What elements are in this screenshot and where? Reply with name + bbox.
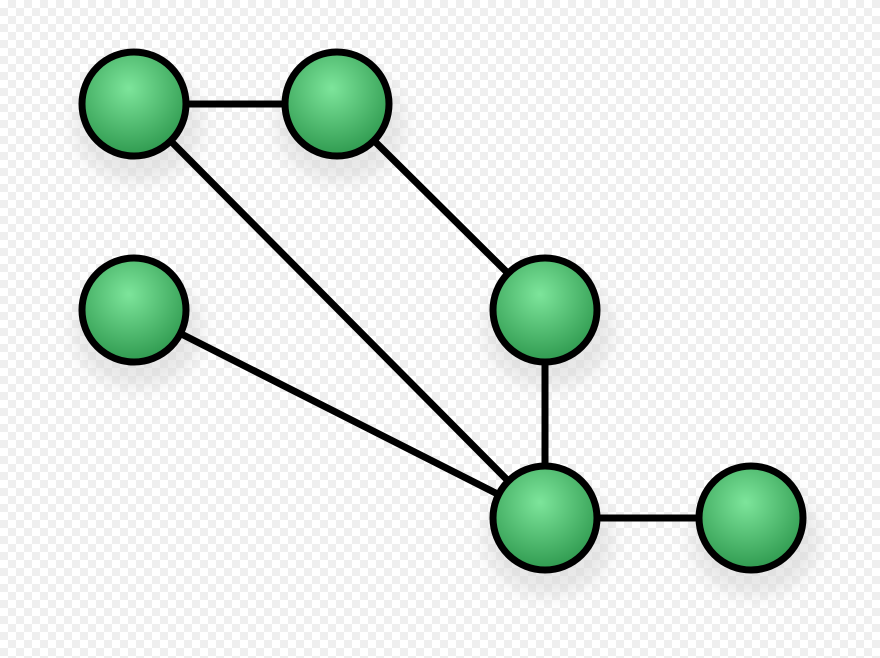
graph-node-n5 <box>489 462 601 574</box>
node-layer <box>78 48 807 574</box>
edge-layer <box>130 100 755 522</box>
graph-node-n2 <box>281 48 393 160</box>
graph-node-n3 <box>489 254 601 366</box>
edge-n1-n5 <box>130 100 549 522</box>
edge-n4-n5 <box>130 306 549 522</box>
graph-node-n6 <box>695 462 807 574</box>
graph-node-n1 <box>78 48 190 160</box>
graph-node-n4 <box>78 254 190 366</box>
